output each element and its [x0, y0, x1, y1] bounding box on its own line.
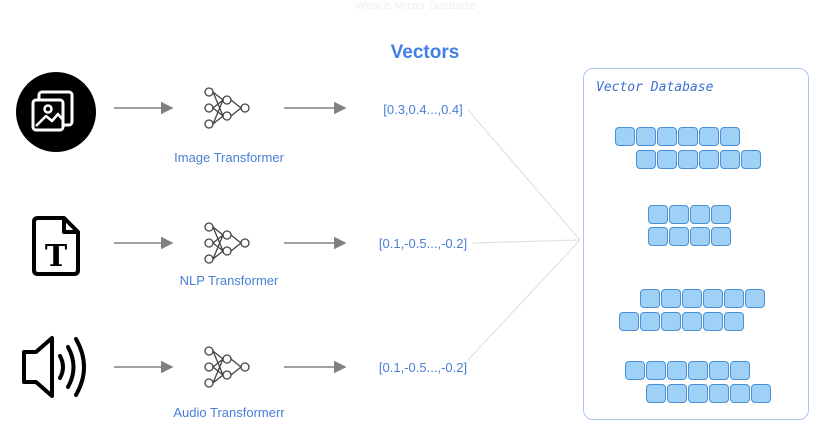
vector-database-title: Vector Database: [596, 80, 714, 95]
vector-cell: [682, 312, 702, 331]
vector-cell: [720, 127, 740, 146]
vector-cell: [751, 384, 771, 403]
vector-cell: [619, 312, 639, 331]
vector-cell: [661, 289, 681, 308]
vector-cell: [646, 384, 666, 403]
line-vector2-to-db: [471, 239, 581, 244]
faded-header-text: What is Vector Database: [354, 0, 477, 12]
neural-network-icon-2: [204, 222, 250, 264]
vector-cell: [657, 150, 677, 169]
vector-cell: [669, 205, 689, 224]
vector-cell: [699, 127, 719, 146]
vector-cell: [688, 384, 708, 403]
transformer-label-nlp: NLP Transformer: [179, 273, 279, 288]
vector-cell: [711, 205, 731, 224]
text-document-icon: T: [32, 216, 80, 276]
neural-network-icon-3: [204, 346, 250, 388]
vectors-title: Vectors: [390, 42, 460, 63]
svg-text:T: T: [45, 239, 68, 274]
speaker-audio-icon: [22, 336, 86, 398]
vector-cell: [636, 127, 656, 146]
vector-cell: [690, 205, 710, 224]
vector-cell: [615, 127, 635, 146]
vector-cell: [682, 289, 702, 308]
vector-cell: [636, 150, 656, 169]
vector-database-box: [583, 68, 809, 420]
vector-cell: [720, 150, 740, 169]
vector-cell: [661, 312, 681, 331]
image-gallery-icon: [16, 72, 96, 152]
vector-cell: [724, 289, 744, 308]
vector-cell: [646, 361, 666, 380]
vector-cell: [709, 361, 729, 380]
vector-cell: [703, 312, 723, 331]
vector-cell: [640, 289, 660, 308]
vector-cell: [657, 127, 677, 146]
vector-cell: [709, 384, 729, 403]
vector-output-image: [0.3,0.4...,0.4]: [383, 102, 463, 117]
vector-cell: [648, 227, 668, 246]
vector-output-audio: [0.1,-0.5...,-0.2]: [378, 360, 468, 375]
transformer-label-audio: Audio Transformerr: [173, 405, 285, 420]
vector-cell: [640, 312, 660, 331]
vector-cell: [690, 227, 710, 246]
vector-cell: [678, 127, 698, 146]
vector-cell: [724, 312, 744, 331]
line-vector1-to-db: [467, 109, 581, 241]
vector-output-nlp: [0.1,-0.5...,-0.2]: [378, 236, 468, 251]
vector-cell: [678, 150, 698, 169]
vector-cell: [648, 205, 668, 224]
line-vector3-to-db: [467, 239, 581, 361]
vector-cell: [741, 150, 761, 169]
vector-cell: [703, 289, 723, 308]
vector-cell: [667, 361, 687, 380]
vector-cell: [745, 289, 765, 308]
vector-cell: [699, 150, 719, 169]
vector-cell: [669, 227, 689, 246]
vector-cell: [667, 384, 687, 403]
vector-cell: [625, 361, 645, 380]
vector-cell: [730, 384, 750, 403]
vector-cell: [730, 361, 750, 380]
vector-cell: [688, 361, 708, 380]
transformer-label-image: Image Transformer: [174, 150, 284, 165]
neural-network-icon-1: [204, 87, 250, 129]
vector-cell: [711, 227, 731, 246]
